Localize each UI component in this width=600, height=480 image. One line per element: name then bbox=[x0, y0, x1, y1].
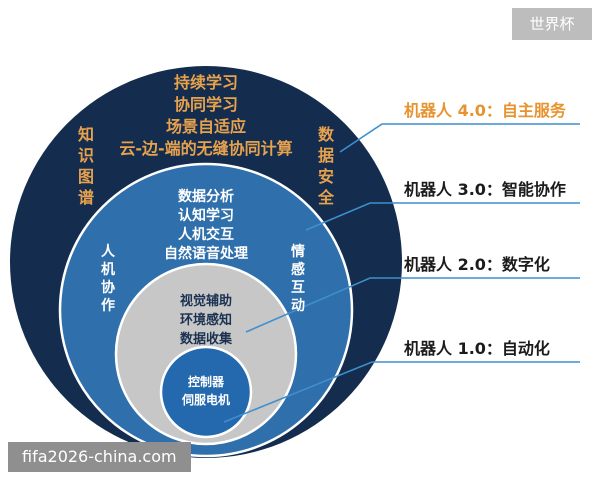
site-watermark: fifa2026-china.com bbox=[8, 442, 191, 472]
outer-right-char: 据 bbox=[318, 146, 334, 165]
second-right-char: 互 bbox=[291, 280, 305, 296]
second-right-char: 情 bbox=[291, 243, 305, 260]
connector-line-robot-4 bbox=[339, 123, 580, 153]
second-line-4: 自然语音处理 bbox=[164, 245, 248, 262]
outer-right-char: 全 bbox=[317, 188, 335, 207]
outer-left-char: 谱 bbox=[78, 188, 94, 207]
outer-right-char: 安 bbox=[318, 167, 334, 186]
second-right-char: 动 bbox=[291, 297, 305, 314]
second-left-char: 作 bbox=[101, 297, 115, 314]
third-line-2: 环境感知 bbox=[180, 312, 232, 328]
inner-line-2: 伺服电机 bbox=[181, 392, 230, 407]
connector-line-robot-2 bbox=[245, 277, 580, 333]
connector-line-robot-3 bbox=[305, 202, 580, 231]
second-left-char: 机 bbox=[101, 261, 115, 278]
outer-line-1: 持续学习 bbox=[174, 73, 238, 92]
third-layer-text: 视觉辅助 环境感知 数据收集 bbox=[180, 293, 233, 347]
connector-line-robot-1 bbox=[223, 361, 580, 423]
second-layer-text: 数据分析 认知学习 人机交互 自然语音处理 bbox=[164, 188, 248, 262]
label-robot-2: 机器人 2.0：数字化 bbox=[404, 255, 550, 274]
world-cup-badge: 世界杯 bbox=[512, 8, 592, 40]
inner-layer-text: 控制器 伺服电机 bbox=[181, 374, 230, 407]
outer-line-4: 云-边-端的无缝协同计算 bbox=[119, 139, 292, 158]
outer-line-3: 场景自适应 bbox=[166, 117, 246, 136]
outer-left-char: 识 bbox=[78, 146, 94, 165]
inner-line-1: 控制器 bbox=[188, 374, 225, 389]
second-line-2: 认知学习 bbox=[178, 207, 234, 224]
inner-circle-robot-1 bbox=[159, 345, 253, 439]
label-robot-1: 机器人 1.0：自动化 bbox=[404, 339, 550, 358]
third-line-3: 数据收集 bbox=[180, 331, 233, 347]
second-line-1: 数据分析 bbox=[178, 188, 234, 205]
second-left-char: 协 bbox=[101, 279, 115, 296]
label-robot-4: 机器人 4.0：自主服务 bbox=[404, 101, 567, 120]
outer-line-2: 协同学习 bbox=[174, 95, 238, 114]
second-left-char: 人 bbox=[101, 243, 116, 260]
outer-layer-text: 持续学习 协同学习 场景自适应 云-边-端的无缝协同计算 bbox=[119, 73, 292, 158]
outer-right-char: 数 bbox=[318, 125, 335, 144]
second-right-char: 感 bbox=[291, 261, 305, 278]
generation-labels: 机器人 4.0：自主服务 机器人 3.0：智能协作 机器人 2.0：数字化 机器… bbox=[404, 101, 567, 358]
second-line-3: 人机交互 bbox=[178, 226, 234, 243]
label-robot-3: 机器人 3.0：智能协作 bbox=[404, 180, 566, 199]
outer-left-char: 知 bbox=[78, 125, 94, 144]
outer-left-char: 图 bbox=[78, 167, 94, 186]
third-line-1: 视觉辅助 bbox=[180, 293, 232, 309]
